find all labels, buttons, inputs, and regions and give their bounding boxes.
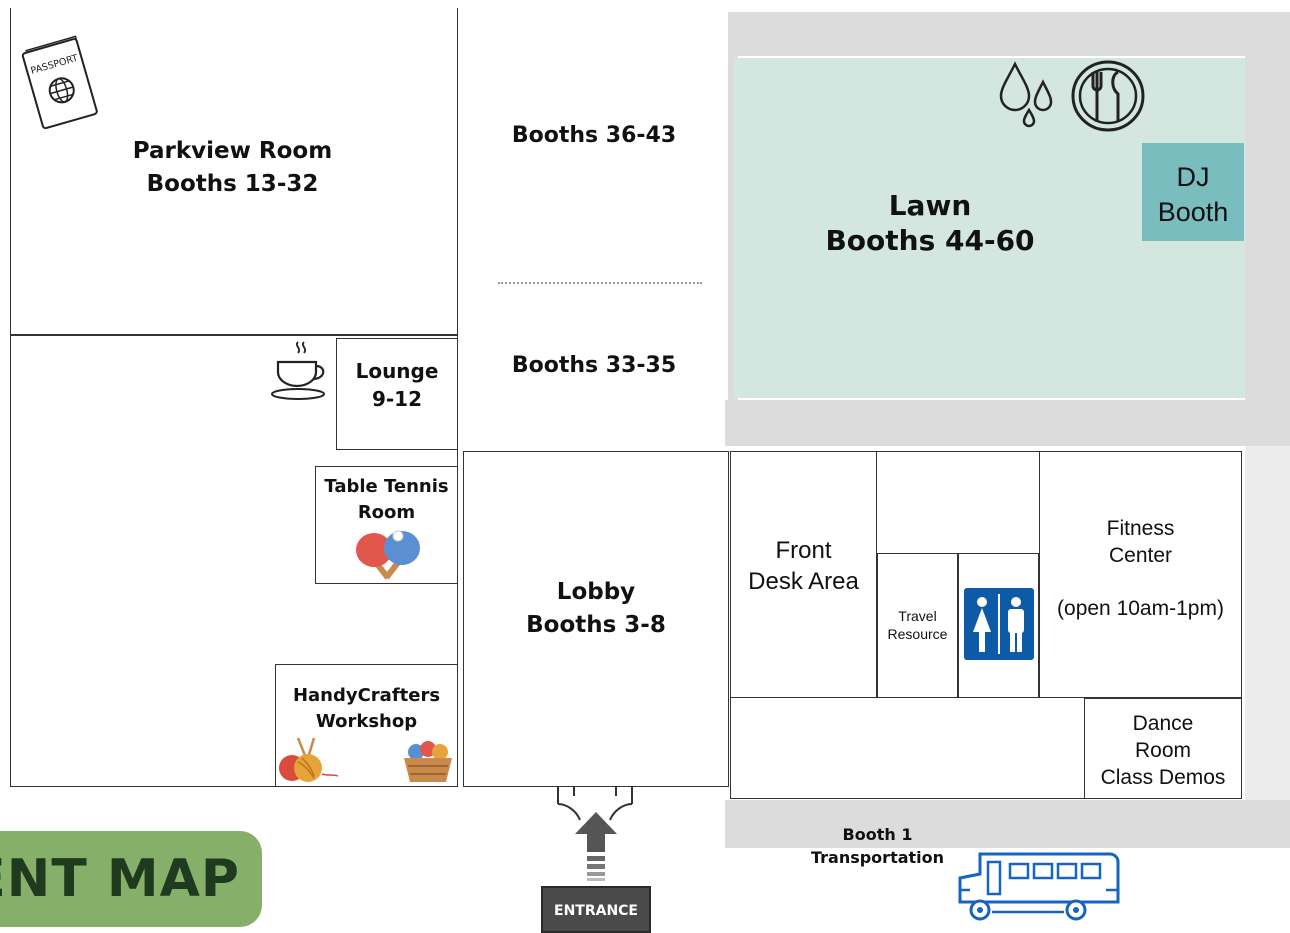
front-desk-line2: Desk Area xyxy=(748,568,859,596)
booths-33-35-label: Booths 33-35 xyxy=(511,353,677,378)
lounge-name: Lounge xyxy=(355,359,439,383)
travel-resource-label: Travel Resource xyxy=(877,607,958,643)
table-tennis-line2: Room xyxy=(357,502,416,524)
travel-resource-room xyxy=(877,553,958,698)
booth1-line1: Booth 1 xyxy=(842,825,913,844)
lounge-room xyxy=(336,338,458,450)
dj-line2: Booth xyxy=(1157,196,1229,227)
restroom-room xyxy=(958,553,1039,698)
entrance-sign: ENTRANCE xyxy=(541,886,651,933)
fitness-label: Fitness Center (open 10am-1pm) xyxy=(1039,516,1242,623)
lobby-name: Lobby xyxy=(556,579,636,605)
restroom-icon xyxy=(964,588,1034,660)
booths-36-43-label: Booths 36-43 xyxy=(511,123,677,148)
fitness-line2: Center xyxy=(1108,543,1173,567)
lawn-name: Lawn xyxy=(888,189,972,222)
parkview-label: Parkview Room Booths 13-32 xyxy=(100,135,365,200)
up-arrow-icon xyxy=(575,812,617,881)
lounge-booths: 9-12 xyxy=(371,387,423,412)
handycrafters-room xyxy=(275,664,458,787)
lower-right-path xyxy=(1245,446,1290,800)
fitness-center xyxy=(1039,451,1242,698)
fitness-line1: Fitness xyxy=(1106,517,1175,540)
bus-icon xyxy=(958,852,1120,921)
parkview-room xyxy=(10,8,458,335)
lawn-path-right xyxy=(1245,12,1290,450)
table-tennis-room xyxy=(315,466,458,584)
water-drops-icon xyxy=(999,61,1053,128)
parkview-booths: Booths 13-32 xyxy=(146,170,319,197)
dance-line2: Room xyxy=(1134,738,1192,762)
dj-line1: DJ xyxy=(1176,162,1210,192)
parkview-name: Parkview Room xyxy=(132,138,333,164)
lobby-booths: Booths 3-8 xyxy=(526,611,666,638)
plate-utensils-icon xyxy=(1071,60,1145,132)
dance-line3: Class Demos xyxy=(1100,765,1226,789)
front-desk-line1: Front xyxy=(775,537,832,564)
dj-booth xyxy=(1142,143,1244,241)
lobby-label: Lobby Booths 3-8 xyxy=(463,576,729,641)
dance-line1: Dance xyxy=(1132,712,1194,735)
lawn-path-bottom xyxy=(725,400,1290,446)
lounge-label: Lounge 9-12 xyxy=(336,357,458,414)
travel-line1: Travel xyxy=(898,608,937,624)
table-tennis-line1: Table Tennis xyxy=(324,476,449,497)
travel-line2: Resource xyxy=(887,626,948,643)
basket-icon xyxy=(404,741,452,782)
entrance-doors-icon xyxy=(557,786,633,821)
entrance-label: ENTRANCE xyxy=(554,903,638,919)
handycrafters-line2: Workshop xyxy=(315,711,418,733)
fitness-hours: (open 10am-1pm) xyxy=(1057,596,1224,620)
dotted-divider xyxy=(498,282,702,284)
lobby xyxy=(463,451,729,787)
lawn-path-top xyxy=(728,12,1290,56)
booth1-line2: Transportation xyxy=(810,848,945,868)
map-title-badge: ENT MAP xyxy=(0,831,262,927)
map-title: ENT MAP xyxy=(0,849,240,909)
dance-room-label: Dance Room Class Demos xyxy=(1084,711,1242,792)
front-desk-label: Front Desk Area xyxy=(730,535,877,597)
table-tennis-label: Table Tennis Room xyxy=(315,474,458,526)
front-desk-area xyxy=(730,451,877,698)
handycrafters-line1: HandyCrafters xyxy=(292,685,441,706)
booth1-label: Booth 1 Transportation xyxy=(790,823,965,869)
ping-pong-icon xyxy=(356,530,420,580)
lawn-label: Lawn Booths 44-60 xyxy=(800,188,1060,258)
lawn-booths: Booths 44-60 xyxy=(825,224,1035,257)
dj-booth-label: DJ Booth xyxy=(1142,160,1244,229)
passport-icon: PASSPORT xyxy=(21,35,98,130)
bottom-path xyxy=(725,800,1290,848)
dance-room xyxy=(1084,698,1242,799)
yarn-icon xyxy=(279,737,339,782)
coffee-cup-icon xyxy=(271,341,325,400)
handycrafters-label: HandyCrafters Workshop xyxy=(275,683,458,735)
